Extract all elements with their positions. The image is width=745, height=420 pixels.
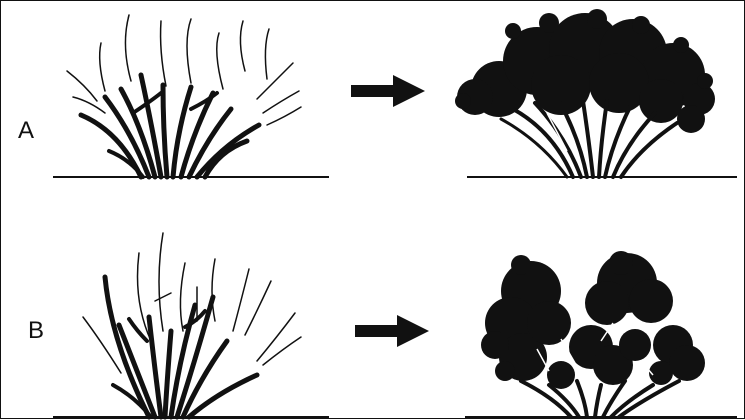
shrub-a-after xyxy=(455,9,715,179)
shrub-a-before xyxy=(66,14,302,180)
shrub-b-after xyxy=(481,251,705,419)
row-a xyxy=(53,9,737,180)
right-arrow-icon xyxy=(351,75,425,107)
shrub-b-before xyxy=(82,232,302,420)
row-label-b: B xyxy=(28,317,45,344)
right-arrow-icon xyxy=(355,315,429,347)
row-label-a: A xyxy=(18,117,35,144)
row-b xyxy=(53,232,737,420)
